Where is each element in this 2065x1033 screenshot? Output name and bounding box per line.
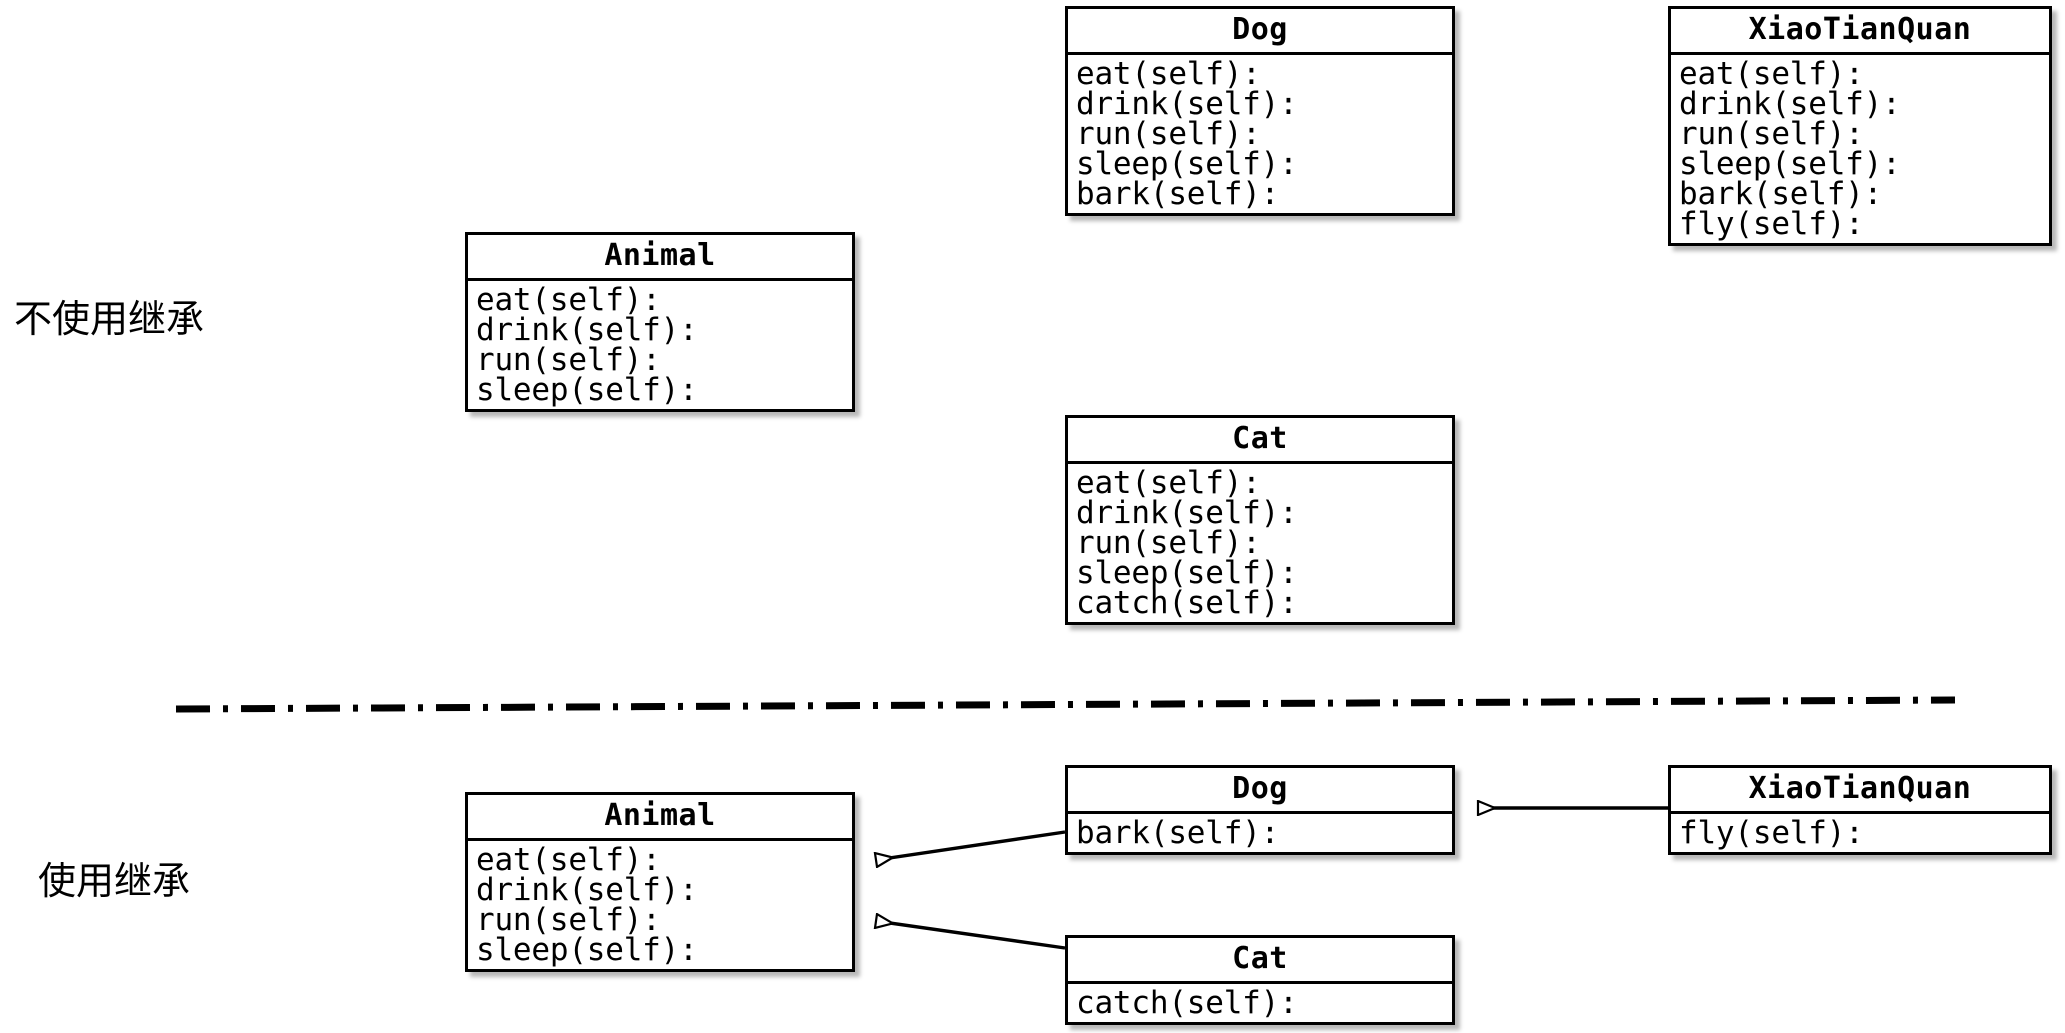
class-box-cat-top[interactable]: Cat eat(self): drink(self): run(self): s… [1065,415,1455,625]
method-item: eat(self): [1076,56,1261,92]
class-methods-animal-bottom: eat(self): drink(self): run(self): sleep… [468,841,852,969]
method-item: sleep(self): [1076,146,1298,182]
method-item: drink(self): [1076,86,1298,122]
class-title-xiaotianquan-top: XiaoTianQuan [1671,9,2049,55]
class-box-animal-bottom[interactable]: Animal eat(self): drink(self): run(self)… [465,792,855,972]
method-item: eat(self): [1679,56,1864,92]
class-methods-dog-top: eat(self): drink(self): run(self): sleep… [1068,55,1452,213]
class-box-dog-bottom[interactable]: Dog bark(self): [1065,765,1455,855]
method-item: run(self): [1679,116,1864,152]
method-item: sleep(self): [476,932,698,968]
method-item: fly(self): [1679,815,1864,851]
class-title-cat-top: Cat [1068,418,1452,464]
method-item: run(self): [1076,116,1261,152]
method-item: eat(self): [1076,465,1261,501]
class-title-animal-bottom: Animal [468,795,852,841]
arrow-dog-to-animal [876,830,1066,860]
method-item: drink(self): [476,312,698,348]
method-item: sleep(self): [1076,555,1298,591]
method-item: bark(self): [1076,176,1280,212]
section-divider [175,696,1956,713]
method-item: drink(self): [1076,495,1298,531]
class-title-dog-top: Dog [1068,9,1452,55]
class-box-cat-bottom[interactable]: Cat catch(self): [1065,935,1455,1025]
method-item: catch(self): [1076,585,1298,621]
arrow-cat-to-animal [876,921,1066,950]
class-title-cat-bottom: Cat [1068,938,1452,984]
section-label-with-inheritance: 使用继承 [38,859,191,903]
method-item: fly(self): [1679,206,1864,242]
method-item: catch(self): [1076,985,1298,1021]
class-methods-cat-bottom: catch(self): [1068,984,1452,1022]
method-item: sleep(self): [1679,146,1901,182]
class-methods-xiaotianquan-top: eat(self): drink(self): run(self): sleep… [1671,55,2049,243]
class-methods-cat-top: eat(self): drink(self): run(self): sleep… [1068,464,1452,622]
method-item: eat(self): [476,282,661,318]
class-methods-animal-top: eat(self): drink(self): run(self): sleep… [468,281,852,409]
class-title-dog-bottom: Dog [1068,768,1452,814]
class-box-xiaotianquan-top[interactable]: XiaoTianQuan eat(self): drink(self): run… [1668,6,2052,246]
method-item: run(self): [476,902,661,938]
class-methods-dog-bottom: bark(self): [1068,814,1452,852]
class-title-xiaotianquan-bottom: XiaoTianQuan [1671,768,2049,814]
method-item: sleep(self): [476,372,698,408]
class-title-animal-top: Animal [468,235,852,281]
class-box-animal-top[interactable]: Animal eat(self): drink(self): run(self)… [465,232,855,412]
class-methods-xiaotianquan-bottom: fly(self): [1671,814,2049,852]
method-item: drink(self): [1679,86,1901,122]
method-item: drink(self): [476,872,698,908]
method-item: run(self): [476,342,661,378]
method-item: eat(self): [476,842,661,878]
class-box-dog-top[interactable]: Dog eat(self): drink(self): run(self): s… [1065,6,1455,216]
section-label-no-inheritance: 不使用继承 [14,297,205,341]
class-box-xiaotianquan-bottom[interactable]: XiaoTianQuan fly(self): [1668,765,2052,855]
method-item: bark(self): [1679,176,1883,212]
method-item: run(self): [1076,525,1261,561]
method-item: bark(self): [1076,815,1280,851]
